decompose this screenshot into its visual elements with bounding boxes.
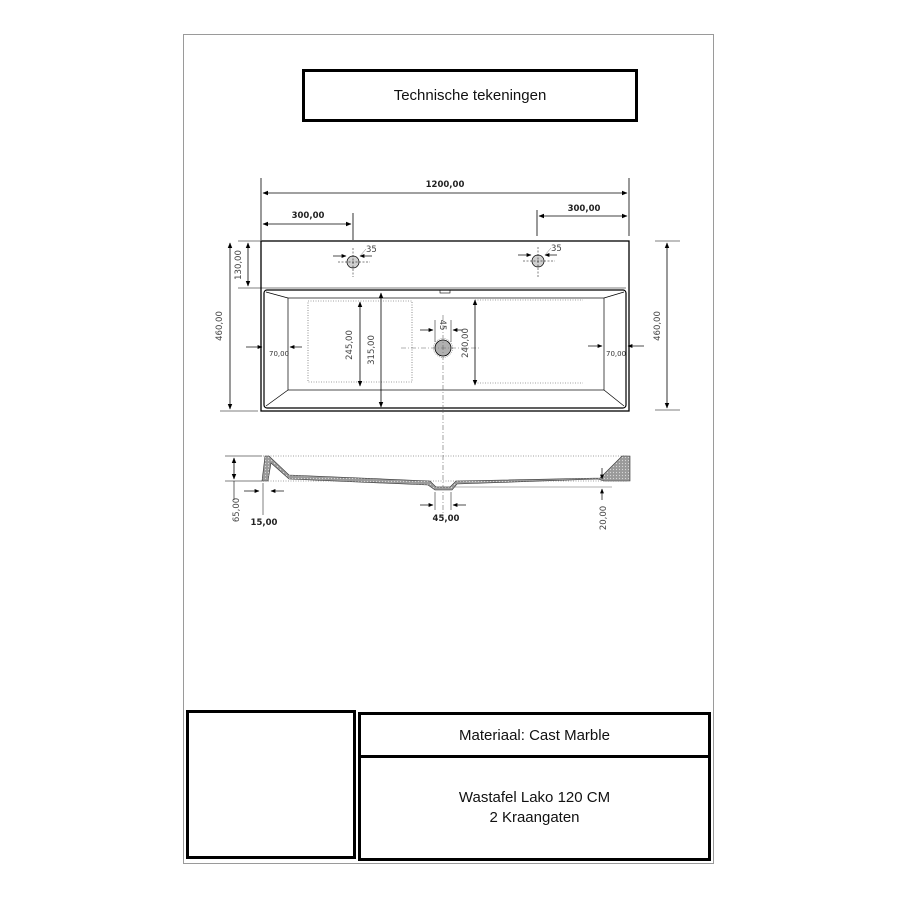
tap-hole-left: 35: [333, 245, 377, 277]
material-label: Materiaal: Cast Marble: [459, 726, 610, 744]
svg-text:245,00: 245,00: [345, 330, 355, 360]
svg-text:35: 35: [551, 244, 562, 254]
svg-text:460,00: 460,00: [653, 311, 663, 341]
dimension-section-height: 65,00: [225, 455, 262, 522]
svg-text:15,00: 15,00: [251, 518, 278, 528]
top-view: 1200,00 300,00 300,00: [215, 178, 680, 520]
svg-text:300,00: 300,00: [292, 211, 325, 221]
dimension-overall-width: 1200,00: [260, 178, 630, 240]
dimension-basin-depth-left: 315,00: [367, 292, 384, 408]
dimension-bottom-thickness: 20,00: [599, 468, 609, 530]
page-title: Technische tekeningen: [393, 87, 547, 104]
logo-placeholder-box: [186, 710, 356, 859]
title-box: Technische tekeningen: [302, 69, 638, 122]
svg-text:45: 45: [437, 320, 447, 331]
svg-text:70,00: 70,00: [269, 350, 289, 358]
drawing-sheet: [183, 34, 714, 864]
dimension-wall-left: 70,00: [246, 345, 302, 358]
svg-text:130,00: 130,00: [234, 250, 244, 280]
section-view: 65,00 15,00 45,00 20,00: [225, 455, 631, 530]
svg-text:315,00: 315,00: [367, 335, 377, 365]
svg-text:65,00: 65,00: [232, 498, 242, 522]
svg-text:1200,00: 1200,00: [426, 180, 465, 190]
dimension-basin-depth-right: 240,00: [461, 299, 478, 386]
dimension-inner-flat-depth: 245,00: [345, 301, 363, 387]
dimension-wall-right: 70,00: [588, 344, 644, 358]
dimension-tap-left-offset: 300,00: [262, 211, 354, 240]
svg-text:460,00: 460,00: [215, 311, 225, 341]
svg-text:300,00: 300,00: [568, 204, 601, 214]
dimension-drain-width: 45,00: [420, 492, 466, 524]
dimension-depth-right: 460,00: [653, 240, 680, 411]
dimension-depth-left: 460,00: [215, 242, 258, 412]
svg-text:70,00: 70,00: [606, 350, 626, 358]
dimension-deck-depth: 130,00: [234, 242, 251, 287]
drain-hole: 45: [401, 315, 480, 520]
tap-hole-right: 35: [518, 244, 562, 277]
svg-text:45,00: 45,00: [433, 514, 460, 524]
basin-outline: [260, 240, 630, 412]
svg-text:240,00: 240,00: [461, 328, 471, 358]
basin-bottom: [287, 297, 605, 391]
dimension-rim-thickness: 15,00: [244, 483, 284, 528]
product-name: Wastafel Lako 120 CM: [458, 789, 611, 806]
dimension-tap-right-offset: 300,00: [536, 204, 628, 236]
product-box: Wastafel Lako 120 CM 2 Kraangaten: [358, 755, 711, 861]
product-variant: 2 Kraangaten: [489, 809, 580, 826]
svg-text:20,00: 20,00: [599, 506, 609, 530]
overflow-slot: [439, 289, 451, 294]
section-profile: [261, 455, 631, 491]
svg-text:35: 35: [366, 245, 377, 255]
material-box: Materiaal: Cast Marble: [358, 712, 711, 758]
